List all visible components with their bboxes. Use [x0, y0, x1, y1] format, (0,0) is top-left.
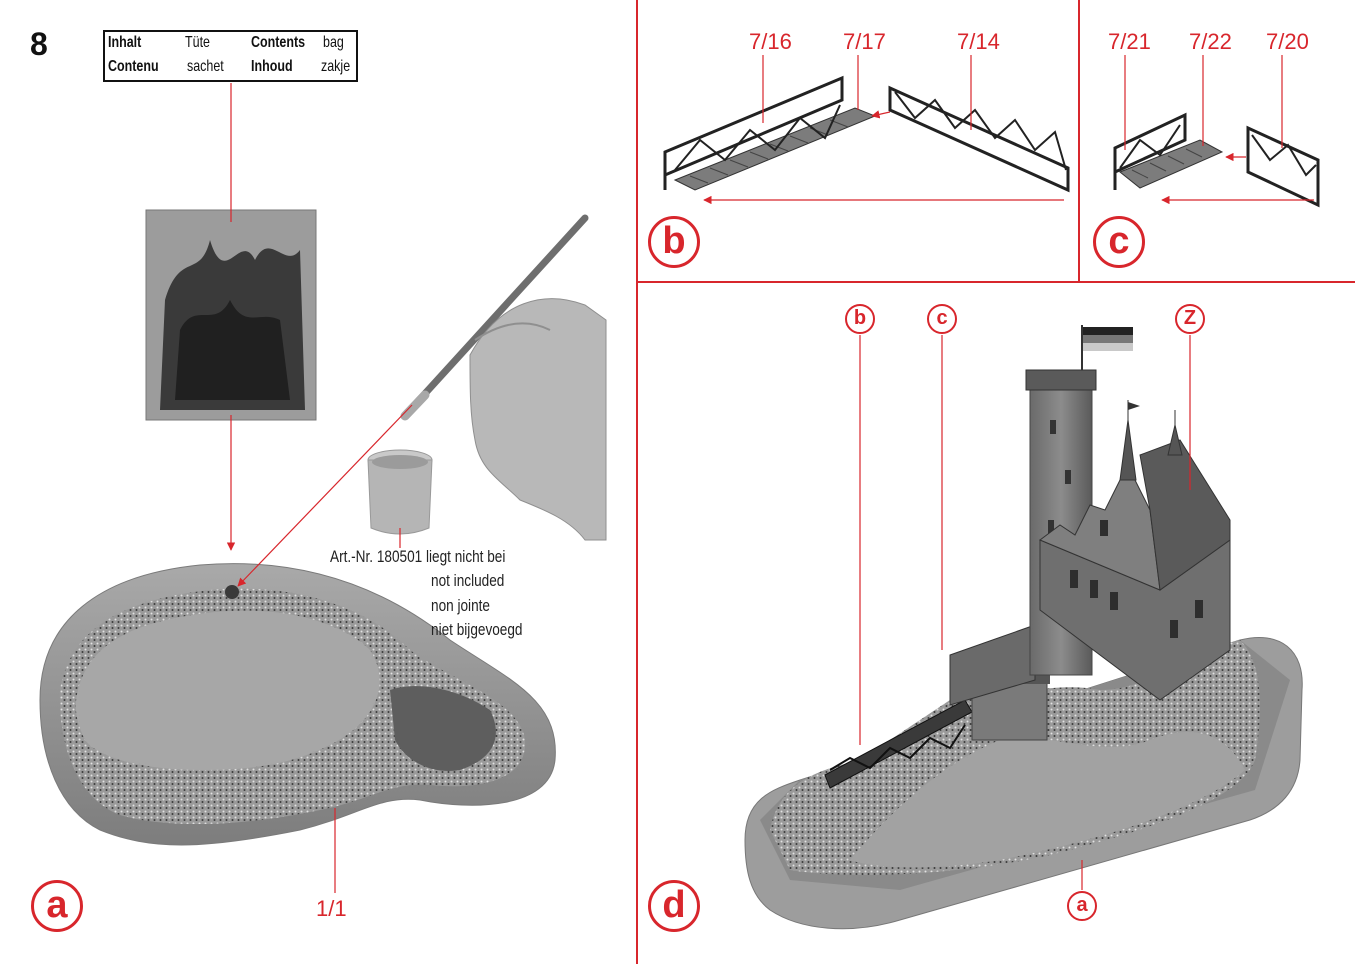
legend-inhoud: Inhoud [251, 58, 293, 76]
note-line-2: not included [431, 571, 504, 591]
legend-contenu: Contenu [108, 58, 159, 76]
legend-zakje: zakje [321, 58, 350, 76]
part-label-7-21: 7/21 [1108, 29, 1151, 55]
marker-z: Z [1175, 304, 1205, 334]
contents-legend: Inhalt Tüte Contents bag Contenu sachet … [103, 30, 358, 82]
bridge-assembly-c [1115, 115, 1318, 205]
legend-bag: bag [323, 34, 344, 52]
glue-pot [368, 450, 432, 534]
scatter-material-bag [146, 210, 316, 420]
part-label-7-20: 7/20 [1266, 29, 1309, 55]
marker-a: a [1067, 891, 1097, 921]
bridge-assembly-b [665, 78, 1068, 190]
castle-model [745, 325, 1302, 929]
note-line-4: niet bijgevoegd [431, 620, 523, 640]
note-line-1: Art.-Nr. 180501 liegt nicht bei [330, 547, 505, 567]
panel-badge-b: b [648, 216, 700, 268]
part-label-7-17: 7/17 [843, 29, 886, 55]
panel-badge-a: a [31, 880, 83, 932]
legend-contents: Contents [251, 34, 305, 52]
part-label-7-14: 7/14 [957, 29, 1000, 55]
panel-badge-d: d [648, 880, 700, 932]
hand-with-brush [405, 218, 606, 540]
legend-inhalt: Inhalt [108, 34, 141, 52]
marker-c: c [927, 304, 957, 334]
note-line-3: non jointe [431, 596, 490, 616]
panel-b-leaders [704, 55, 1064, 200]
legend-tuete: Tüte [185, 34, 210, 52]
part-label-1-1: 1/1 [316, 896, 347, 922]
step-number: 8 [30, 26, 48, 63]
legend-sachet: sachet [187, 58, 224, 76]
panel-badge-c: c [1093, 216, 1145, 268]
part-label-7-22: 7/22 [1189, 29, 1232, 55]
marker-b: b [845, 304, 875, 334]
part-label-7-16: 7/16 [749, 29, 792, 55]
